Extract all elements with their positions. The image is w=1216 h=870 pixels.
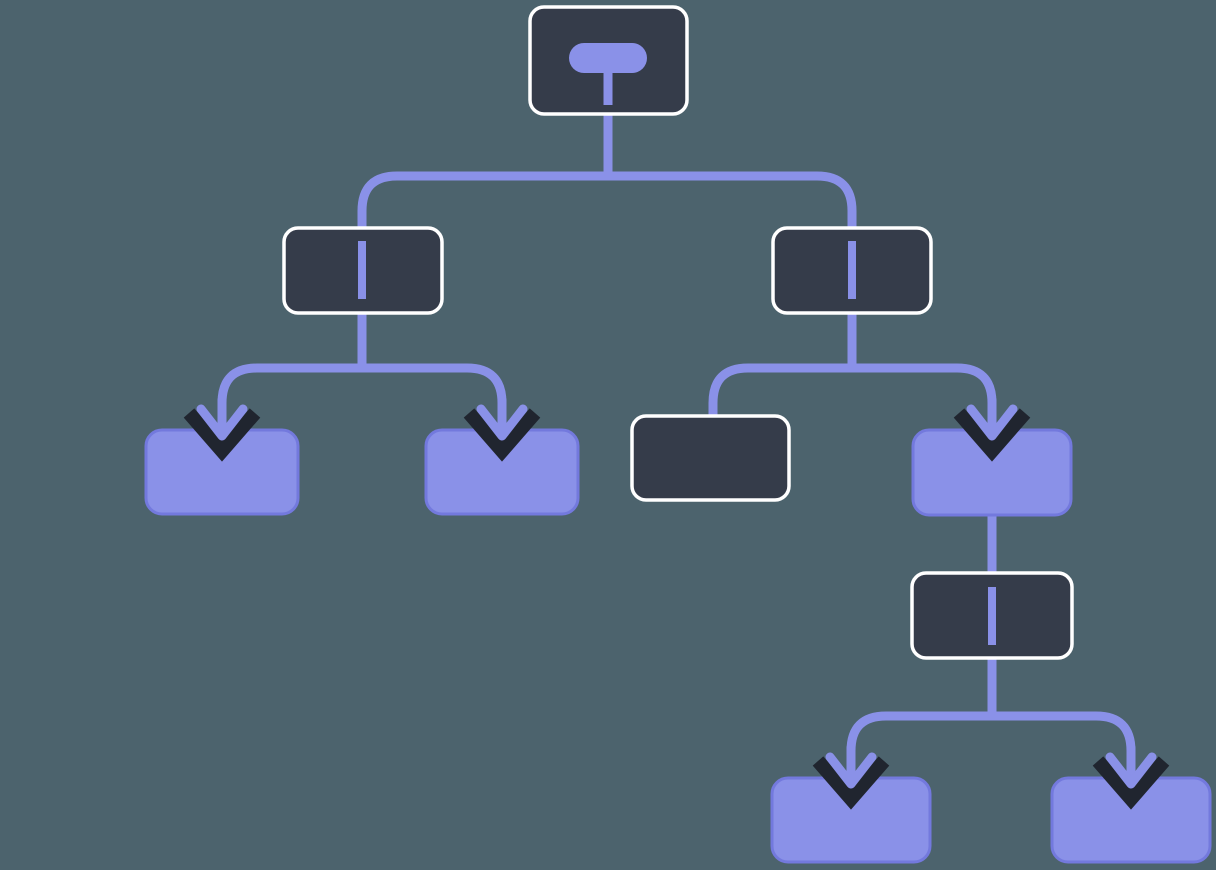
arrow-chevron-shadow [463,408,541,462]
arrow-chevron-shadow [953,408,1031,462]
drop-arrow-icons [183,395,1170,810]
node-decorations [358,43,996,645]
tree-nodes [144,5,1212,864]
drop-arrow-icon [953,395,1031,462]
arrow-chevron-shadow [812,756,890,810]
node-child-plain[interactable] [630,414,791,502]
arrow-chevron-shadow [1092,756,1170,810]
drop-arrow-icon [183,395,261,462]
connector-edges [217,107,1136,775]
drop-arrow-icon [463,395,541,462]
arrow-head [966,404,1018,441]
arrow-chevron-shadow [183,408,261,462]
edge-fork-bottom [846,711,1136,775]
arrow-head [476,404,528,441]
arrow-head [1105,752,1157,789]
edge-fork-level1 [357,171,857,233]
arrow-head [825,752,877,789]
edge-fork-left [217,363,507,427]
drop-arrow-icon [812,743,890,810]
edge-fork-right [708,363,997,427]
root-anchor-icon [569,43,647,73]
arrow-head [196,404,248,441]
drop-arrow-icon [1092,743,1170,810]
